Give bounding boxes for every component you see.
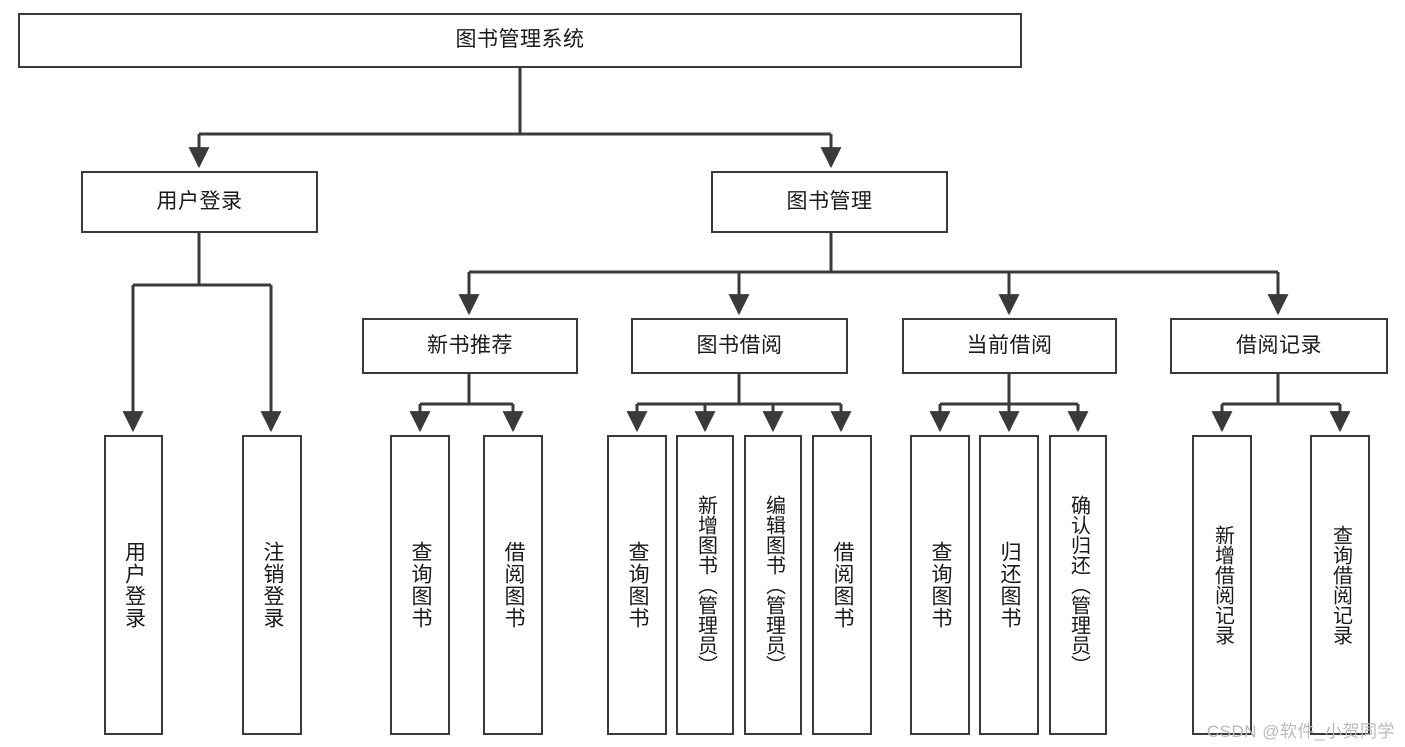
node-new-book-recommend[interactable]: 新书推荐	[362, 318, 578, 374]
node-book-manage[interactable]: 图书管理	[711, 171, 948, 233]
node-new-book-recommend-label: 新书推荐	[427, 333, 513, 357]
node-leaf-query-book-2-label: 查询图书	[626, 541, 650, 629]
node-leaf-user-login[interactable]: 用户登录	[104, 435, 163, 735]
node-leaf-query-record-label: 查询借阅记录	[1329, 525, 1352, 645]
node-root[interactable]: 图书管理系统	[18, 13, 1022, 68]
node-leaf-add-book[interactable]: 新增图书（管理员）	[676, 435, 734, 735]
node-leaf-user-logout-label: 注销登录	[261, 541, 285, 629]
node-current-borrow-label: 当前借阅	[966, 333, 1053, 357]
node-leaf-query-record[interactable]: 查询借阅记录	[1310, 435, 1370, 735]
node-user-login[interactable]: 用户登录	[81, 171, 318, 233]
node-user-login-label: 用户登录	[156, 189, 243, 213]
node-leaf-confirm-return[interactable]: 确认归还（管理员）	[1049, 435, 1107, 735]
node-leaf-query-book-3[interactable]: 查询图书	[910, 435, 970, 735]
node-leaf-borrow-book-2[interactable]: 借阅图书	[812, 435, 872, 735]
node-leaf-edit-book[interactable]: 编辑图书（管理员）	[744, 435, 802, 735]
node-leaf-borrow-book-1-label: 借阅图书	[502, 541, 526, 629]
node-leaf-add-record-label: 新增借阅记录	[1211, 525, 1234, 645]
node-book-borrow[interactable]: 图书借阅	[631, 318, 848, 374]
node-leaf-user-logout[interactable]: 注销登录	[242, 435, 302, 735]
node-leaf-edit-book-label: 编辑图书（管理员）	[762, 495, 785, 675]
node-leaf-return-book-label: 归还图书	[998, 541, 1022, 629]
node-leaf-add-record[interactable]: 新增借阅记录	[1192, 435, 1252, 735]
watermark-text: CSDN @软件_小贺同学	[1206, 722, 1395, 741]
node-leaf-query-book-1-label: 查询图书	[409, 541, 433, 629]
node-leaf-confirm-return-label: 确认归还（管理员）	[1067, 495, 1090, 675]
node-leaf-borrow-book-1[interactable]: 借阅图书	[483, 435, 543, 735]
node-leaf-query-book-2[interactable]: 查询图书	[607, 435, 667, 735]
node-book-manage-label: 图书管理	[786, 189, 873, 213]
node-leaf-query-book-3-label: 查询图书	[929, 541, 953, 629]
node-leaf-user-login-label: 用户登录	[122, 541, 146, 629]
node-leaf-return-book[interactable]: 归还图书	[979, 435, 1039, 735]
node-borrow-record-label: 借阅记录	[1236, 333, 1322, 357]
node-leaf-add-book-label: 新增图书（管理员）	[694, 495, 717, 675]
node-borrow-record[interactable]: 借阅记录	[1170, 318, 1388, 374]
node-current-borrow[interactable]: 当前借阅	[902, 318, 1117, 374]
node-root-label: 图书管理系统	[455, 28, 585, 52]
node-leaf-borrow-book-2-label: 借阅图书	[831, 541, 855, 629]
node-leaf-query-book-1[interactable]: 查询图书	[390, 435, 450, 735]
node-book-borrow-label: 图书借阅	[696, 333, 783, 357]
